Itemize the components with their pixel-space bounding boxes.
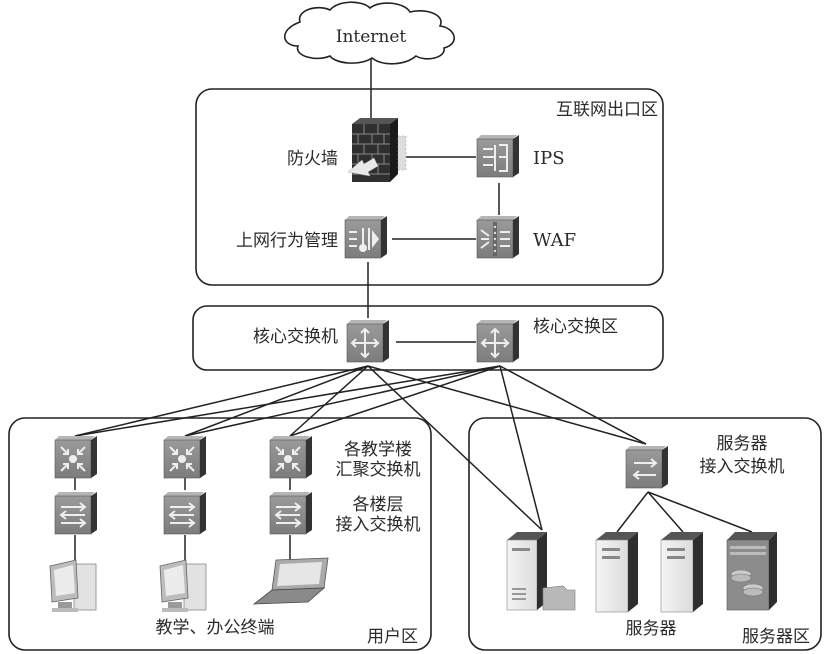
access-switch-1[interactable] xyxy=(54,491,98,535)
desktop-pc-2[interactable] xyxy=(159,559,207,612)
cloud-icon xyxy=(283,1,455,65)
zone-internet-egress-label: 互联网出口区 xyxy=(556,100,658,120)
link-core2-agg1 xyxy=(74,365,501,437)
aggregation-switch-label-line1: 各教学楼 xyxy=(344,440,412,460)
behavior-management-device[interactable] xyxy=(344,215,388,259)
server-1[interactable] xyxy=(595,532,638,613)
server-tower-icon xyxy=(595,532,638,613)
access-switch-label-line2: 接入交换机 xyxy=(336,515,421,535)
ips-label: IPS xyxy=(533,148,565,169)
link-core1-agg2 xyxy=(184,365,369,437)
core-switch-2[interactable] xyxy=(476,319,520,363)
access-switch-icon xyxy=(168,502,196,528)
ips-device[interactable] xyxy=(476,134,520,178)
laptop-icon xyxy=(252,557,329,605)
zone-core-label: 核心交换区 xyxy=(533,317,618,337)
link-server-switch-server1 xyxy=(616,491,649,533)
link-server-switch-server2 xyxy=(647,491,684,533)
zone-server-label: 服务器区 xyxy=(742,627,810,647)
link-core1-server-switch xyxy=(367,365,647,445)
desktop-pc-1[interactable] xyxy=(49,559,97,612)
file-server-icon xyxy=(506,532,576,611)
file-server[interactable] xyxy=(506,532,576,611)
aggregation-switch-2[interactable] xyxy=(163,435,207,479)
server-access-switch-label-line2: 接入交换机 xyxy=(700,457,785,477)
servers-label: 服务器 xyxy=(626,619,677,639)
core-switch-icon xyxy=(480,327,510,359)
zone-user-label: 用户区 xyxy=(367,627,418,647)
desktop-computer-icon xyxy=(159,559,207,612)
aggregation-switch-icon xyxy=(60,446,86,472)
core-switch-1[interactable] xyxy=(346,319,390,363)
firewall-label: 防火墙 xyxy=(287,149,338,169)
zone-server xyxy=(468,417,822,651)
link-core2-agg3 xyxy=(289,365,501,437)
zone-user xyxy=(8,417,432,651)
server-access-switch[interactable] xyxy=(625,445,669,489)
core-switch-label: 核心交换机 xyxy=(253,327,338,347)
server-access-switch-label-line1: 服务器 xyxy=(717,434,768,454)
link-core1-agg3 xyxy=(289,365,369,437)
laptop-1[interactable] xyxy=(252,557,329,605)
firewall-device[interactable] xyxy=(347,118,407,182)
behavior-management-icon xyxy=(349,228,379,252)
aggregation-switch-3[interactable] xyxy=(269,435,313,479)
link-server-switch-storage xyxy=(647,491,753,533)
aggregation-switch-icon xyxy=(169,446,195,472)
access-switch-3[interactable] xyxy=(269,491,313,535)
aggregation-switch-label-line2: 汇聚交换机 xyxy=(336,460,421,480)
access-switch-icon xyxy=(59,502,87,528)
ips-icon xyxy=(483,144,508,172)
behavior-management-label: 上网行为管理 xyxy=(236,231,338,251)
access-switch-label-line1: 各楼层 xyxy=(353,495,404,515)
link-core1-server xyxy=(367,365,543,531)
server-tower-icon xyxy=(660,532,703,613)
access-switch-icon xyxy=(274,502,302,528)
waf-device[interactable] xyxy=(476,215,520,259)
storage-server[interactable] xyxy=(726,532,777,611)
links xyxy=(74,58,753,560)
access-switch-2[interactable] xyxy=(163,491,207,535)
storage-server-icon xyxy=(726,532,777,611)
desktop-computer-icon xyxy=(49,559,97,612)
zone-core xyxy=(192,305,664,371)
link-core2-server xyxy=(499,365,543,531)
server-2[interactable] xyxy=(660,532,703,613)
waf-icon xyxy=(480,222,510,256)
core-switch-icon xyxy=(350,327,380,359)
zone-internet-egress xyxy=(195,88,664,286)
access-switch-icon xyxy=(632,458,658,480)
waf-label: WAF xyxy=(533,230,576,251)
internet-cloud: Internet xyxy=(283,1,455,65)
aggregation-switch-icon xyxy=(275,446,301,472)
link-core2-server-switch xyxy=(499,365,647,445)
link-core1-agg1 xyxy=(74,365,369,437)
link-core2-agg2 xyxy=(184,365,501,437)
internet-label: Internet xyxy=(336,27,407,47)
aggregation-switch-1[interactable] xyxy=(54,435,98,479)
terminals-label: 教学、办公终端 xyxy=(156,618,275,638)
